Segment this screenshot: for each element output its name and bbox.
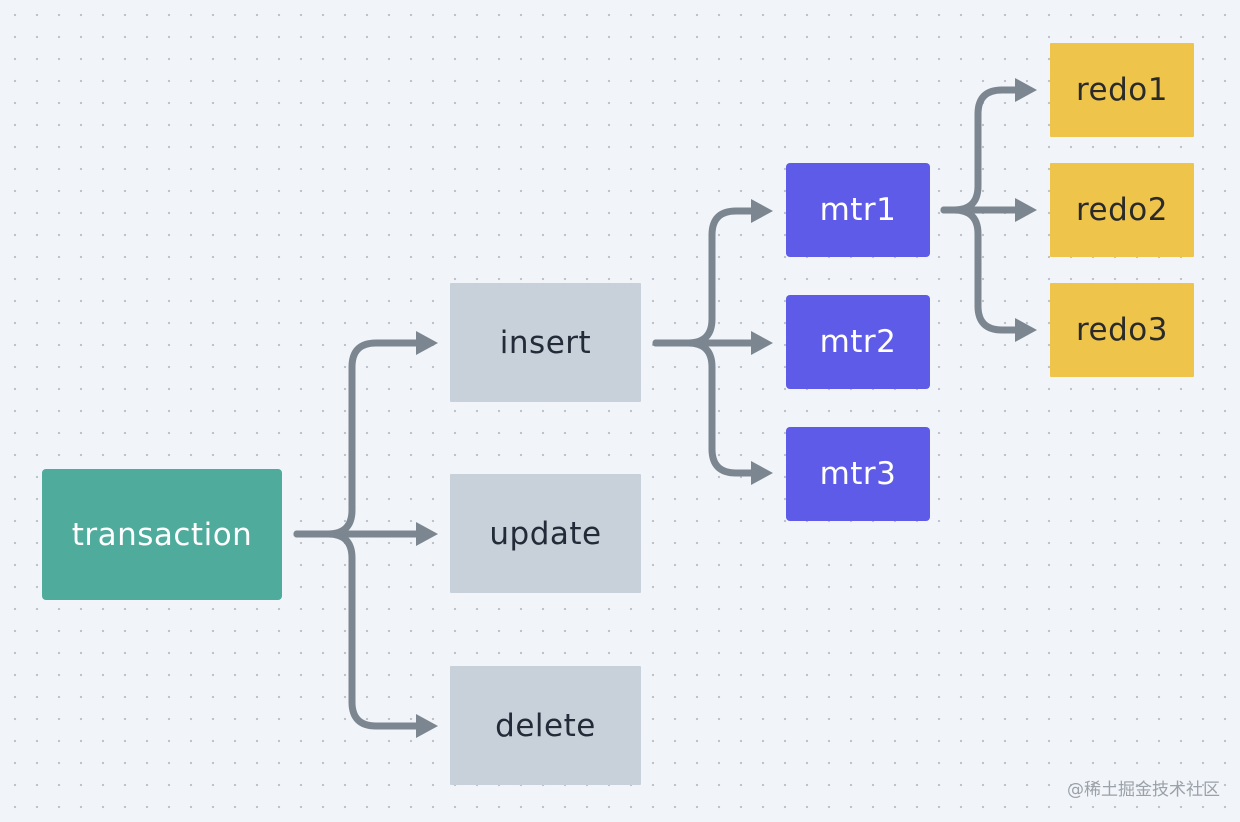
- mtr2-node[interactable]: mtr2: [786, 295, 930, 389]
- insert-label: insert: [499, 324, 592, 361]
- insert-node[interactable]: insert: [450, 283, 641, 402]
- edge-transaction-delete: [293, 530, 421, 730]
- mtr3-node[interactable]: mtr3: [786, 427, 930, 521]
- mtr1-node[interactable]: mtr1: [786, 163, 930, 257]
- edge-mtr1-redo3: [940, 206, 1020, 334]
- arrowhead-redo3: [1015, 318, 1037, 342]
- mtr1-label: mtr1: [819, 192, 897, 228]
- transaction-node[interactable]: transaction: [42, 469, 282, 600]
- update-label: update: [489, 515, 602, 552]
- arrowhead-insert: [416, 331, 438, 355]
- redo2-label: redo2: [1075, 192, 1168, 228]
- edge-insert-mtr3: [652, 339, 756, 477]
- arrowhead-delete: [416, 714, 438, 738]
- arrowhead-mtr2: [751, 331, 773, 355]
- delete-label: delete: [495, 707, 596, 744]
- redo3-label: redo3: [1075, 312, 1168, 348]
- redo2-node[interactable]: redo2: [1050, 163, 1194, 257]
- arrowhead-redo2: [1015, 198, 1037, 222]
- redo3-node[interactable]: redo3: [1050, 283, 1194, 377]
- edge-transaction-insert: [293, 339, 421, 538]
- mtr3-label: mtr3: [819, 456, 897, 492]
- mtr2-label: mtr2: [819, 324, 897, 360]
- redo1-label: redo1: [1075, 72, 1168, 108]
- redo1-node[interactable]: redo1: [1050, 43, 1194, 137]
- watermark: @稀土掘金技术社区: [1067, 780, 1220, 800]
- update-node[interactable]: update: [450, 474, 641, 593]
- arrowhead-redo1: [1015, 78, 1037, 102]
- edge-mtr1-redo1: [940, 86, 1020, 214]
- edge-insert-mtr1: [652, 207, 756, 347]
- arrowhead-update: [416, 522, 438, 546]
- arrowhead-mtr3: [751, 461, 773, 485]
- delete-node[interactable]: delete: [450, 666, 641, 785]
- transaction-label: transaction: [71, 516, 253, 553]
- arrowhead-mtr1: [751, 199, 773, 223]
